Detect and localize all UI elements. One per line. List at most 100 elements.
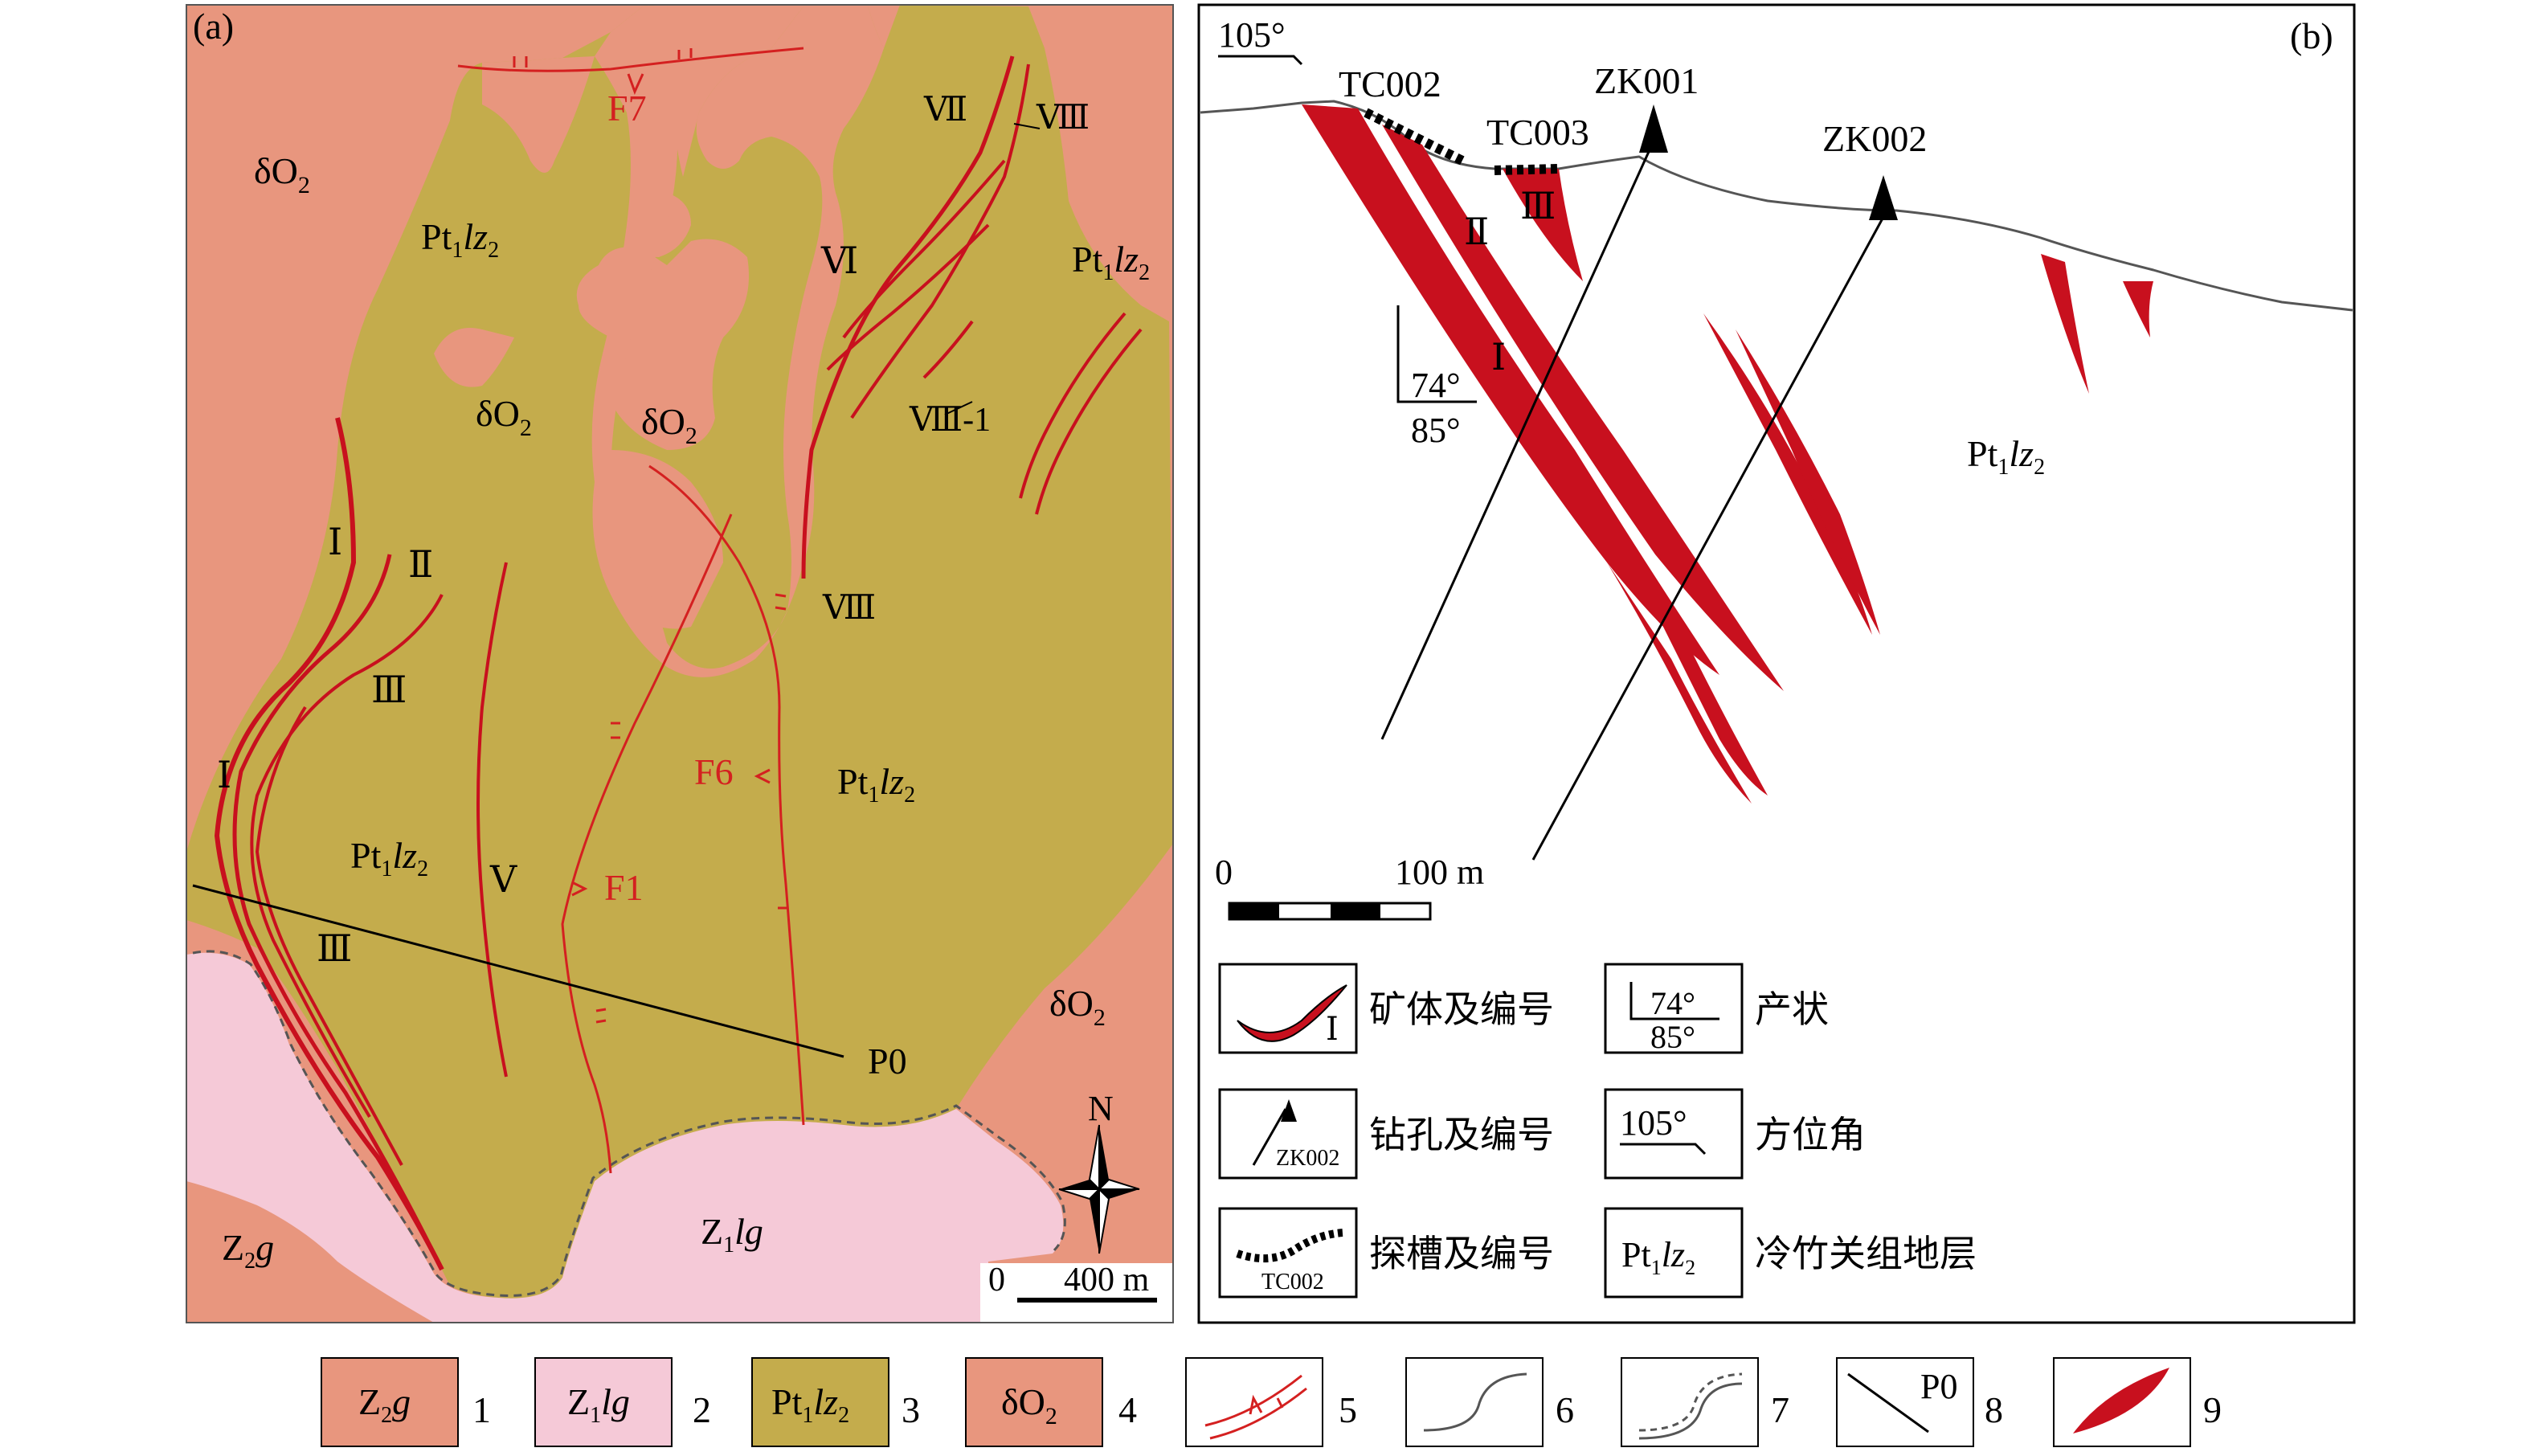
ore-label-VIII-1: Ⅷ-1 bbox=[909, 402, 991, 439]
legend-item-7-num: 7 bbox=[1771, 1389, 1789, 1430]
ore-label-VI: Ⅵ bbox=[820, 240, 858, 281]
scale-a-zero: 0 bbox=[988, 1262, 1005, 1299]
orebody-VII bbox=[801, 55, 1015, 579]
drill-label-ZK002: ZK002 bbox=[1822, 118, 1927, 159]
orebody-II bbox=[250, 594, 444, 1119]
label-Z1lg: Z1lg bbox=[701, 1211, 763, 1258]
ore-label-VIII-south: Ⅷ bbox=[822, 590, 876, 627]
trench-label-TC002: TC002 bbox=[1339, 63, 1441, 104]
orebodies-map bbox=[214, 55, 1143, 1271]
legend-item-9-num: 9 bbox=[2203, 1389, 2222, 1430]
panel-b-section: (b) 105° TC002 TC003 Z bbox=[1197, 3, 2356, 1324]
bottom-legend: Z2g 1 Z1lg 2 Pt1lz2 3 δO2 4 5 6 7 P0 8 bbox=[321, 1357, 2222, 1447]
north-label: N bbox=[1088, 1089, 1114, 1128]
svg-text:δO2: δO2 bbox=[1001, 1381, 1057, 1429]
trenches-section: TC002 TC003 bbox=[1339, 63, 1589, 175]
ore-label-V: Ⅴ bbox=[489, 859, 517, 900]
legend-item-3-box bbox=[751, 1357, 889, 1447]
map-labels: (a) δO2 δO2 δO2 δO2 Pt1lz2 Pt1lz2 Pt1lz2… bbox=[193, 6, 1150, 1274]
ore-label-I-north: Ⅰ bbox=[328, 521, 342, 562]
section-orebody-lower-a bbox=[1607, 562, 1752, 804]
azimuth-label: 105° bbox=[1218, 15, 1286, 55]
panel-b-tag: (b) bbox=[2290, 15, 2333, 56]
legend-att-b: 85° bbox=[1650, 1019, 1695, 1055]
scale-b-zero: 0 bbox=[1215, 853, 1233, 892]
legend-az-val: 105° bbox=[1620, 1103, 1687, 1143]
orebody-VIII-1 bbox=[922, 320, 974, 379]
legend-item-1-box bbox=[321, 1357, 459, 1447]
label-Pt1lz2-center: Pt1lz2 bbox=[837, 761, 915, 808]
profile-line-P0 bbox=[192, 884, 844, 1058]
legend-strat-symbol: Pt1lz2 bbox=[1621, 1235, 1695, 1279]
drill-ZK001-marker bbox=[1639, 104, 1668, 153]
section-legend: Ⅰ 矿体及编号 74° 85° 产状 ZK002 钻孔及编号 105° 方位角 … bbox=[1218, 963, 1977, 1299]
legend-attitude-box bbox=[1604, 963, 1744, 1054]
ore-label-VII: Ⅶ bbox=[923, 92, 967, 129]
legend-item-7-box bbox=[1621, 1357, 1759, 1447]
legend-ore-num: Ⅰ bbox=[1326, 1011, 1339, 1047]
legend-drill-text: 钻孔及编号 bbox=[1369, 1113, 1554, 1156]
legend-item-5-num: 5 bbox=[1339, 1389, 1357, 1430]
unit-Z2g-area bbox=[186, 1189, 297, 1323]
topographic-profile bbox=[1200, 100, 2353, 312]
section-orebody-mid-b bbox=[1736, 329, 1880, 635]
legend-item-2-num: 2 bbox=[693, 1389, 711, 1430]
legend-azimuth-box bbox=[1604, 1088, 1744, 1180]
orebody-I bbox=[214, 417, 444, 1271]
legend-drill-num: ZK002 bbox=[1276, 1146, 1339, 1171]
trench-TC002 bbox=[1364, 108, 1465, 166]
orebody-VIII bbox=[850, 63, 1030, 419]
label-dO2-east: δO2 bbox=[641, 401, 697, 449]
trench-label-TC003: TC003 bbox=[1486, 112, 1589, 153]
legend-trench-num: TC002 bbox=[1261, 1270, 1324, 1294]
legend-att-a: 74° bbox=[1650, 985, 1695, 1021]
legend-item-4-num: 4 bbox=[1118, 1389, 1137, 1430]
drill-holes-section: ZK001 ZK002 bbox=[1380, 60, 1927, 861]
drill-ZK002-trace bbox=[1531, 216, 1885, 861]
section-ore-label-II: Ⅱ bbox=[1464, 211, 1489, 252]
legend-item-5-box bbox=[1185, 1357, 1323, 1447]
fault-F7 bbox=[457, 47, 804, 72]
legend-item-6-box bbox=[1405, 1357, 1544, 1447]
label-Pt1lz2-west: Pt1lz2 bbox=[350, 835, 428, 881]
legend-item-2-box bbox=[534, 1357, 673, 1447]
section-orebody-east-b bbox=[2123, 281, 2153, 337]
orebody-VI-b bbox=[842, 159, 1006, 339]
legend-strat-box bbox=[1604, 1207, 1744, 1299]
unit-dO2-finger bbox=[482, 56, 595, 173]
section-orebody-lower-b bbox=[1639, 579, 1768, 795]
fault-F1 bbox=[561, 513, 733, 1174]
scale-bar-a: 0 400 m bbox=[980, 1262, 1173, 1323]
orebody-V bbox=[476, 562, 508, 1078]
scale-b-label: 100 m bbox=[1395, 853, 1484, 892]
legend-attitude-text: 产状 bbox=[1755, 988, 1829, 1031]
attitude-symbol: 74° 85° bbox=[1396, 305, 1477, 450]
ore-label-III-south: Ⅲ bbox=[317, 928, 352, 969]
drill-ZK001-trace bbox=[1380, 144, 1654, 740]
legend-trench-text: 探槽及编号 bbox=[1369, 1232, 1554, 1275]
scale-a-label: 400 m bbox=[1064, 1262, 1150, 1299]
fault-label-F7: F7 bbox=[607, 88, 647, 129]
section-ore-label-I: Ⅰ bbox=[1491, 337, 1506, 378]
attitude-dip: 85° bbox=[1411, 411, 1461, 450]
drill-label-ZK001: ZK001 bbox=[1594, 60, 1699, 101]
orebody-NE bbox=[1019, 312, 1126, 499]
section-orebody-I bbox=[1302, 104, 1719, 675]
label-Pt1lz2-north: Pt1lz2 bbox=[421, 216, 499, 263]
fault-label-F6: F6 bbox=[694, 751, 734, 792]
label-dO2-west: δO2 bbox=[254, 150, 310, 198]
legend-ore-text: 矿体及编号 bbox=[1369, 988, 1554, 1031]
label-Pt1lz2-ne: Pt1lz2 bbox=[1072, 239, 1150, 285]
ore-label-VIII-north: Ⅷ bbox=[1036, 100, 1090, 137]
unit-Z1lg-area bbox=[186, 952, 1064, 1323]
svg-text:Z2g: Z2g bbox=[358, 1381, 411, 1428]
svg-text:Z1lg: Z1lg bbox=[567, 1381, 630, 1428]
orebodies-section bbox=[1302, 104, 2153, 804]
legend-item-8-num: 8 bbox=[1985, 1389, 2003, 1430]
legend-item-8-p0: P0 bbox=[1920, 1367, 1957, 1406]
legend-item-6-num: 6 bbox=[1556, 1389, 1574, 1430]
profile-label-P0: P0 bbox=[868, 1041, 907, 1082]
scale-bar-b: 0 100 m bbox=[1215, 853, 1484, 921]
ore-label-III-north: Ⅲ bbox=[371, 669, 407, 710]
